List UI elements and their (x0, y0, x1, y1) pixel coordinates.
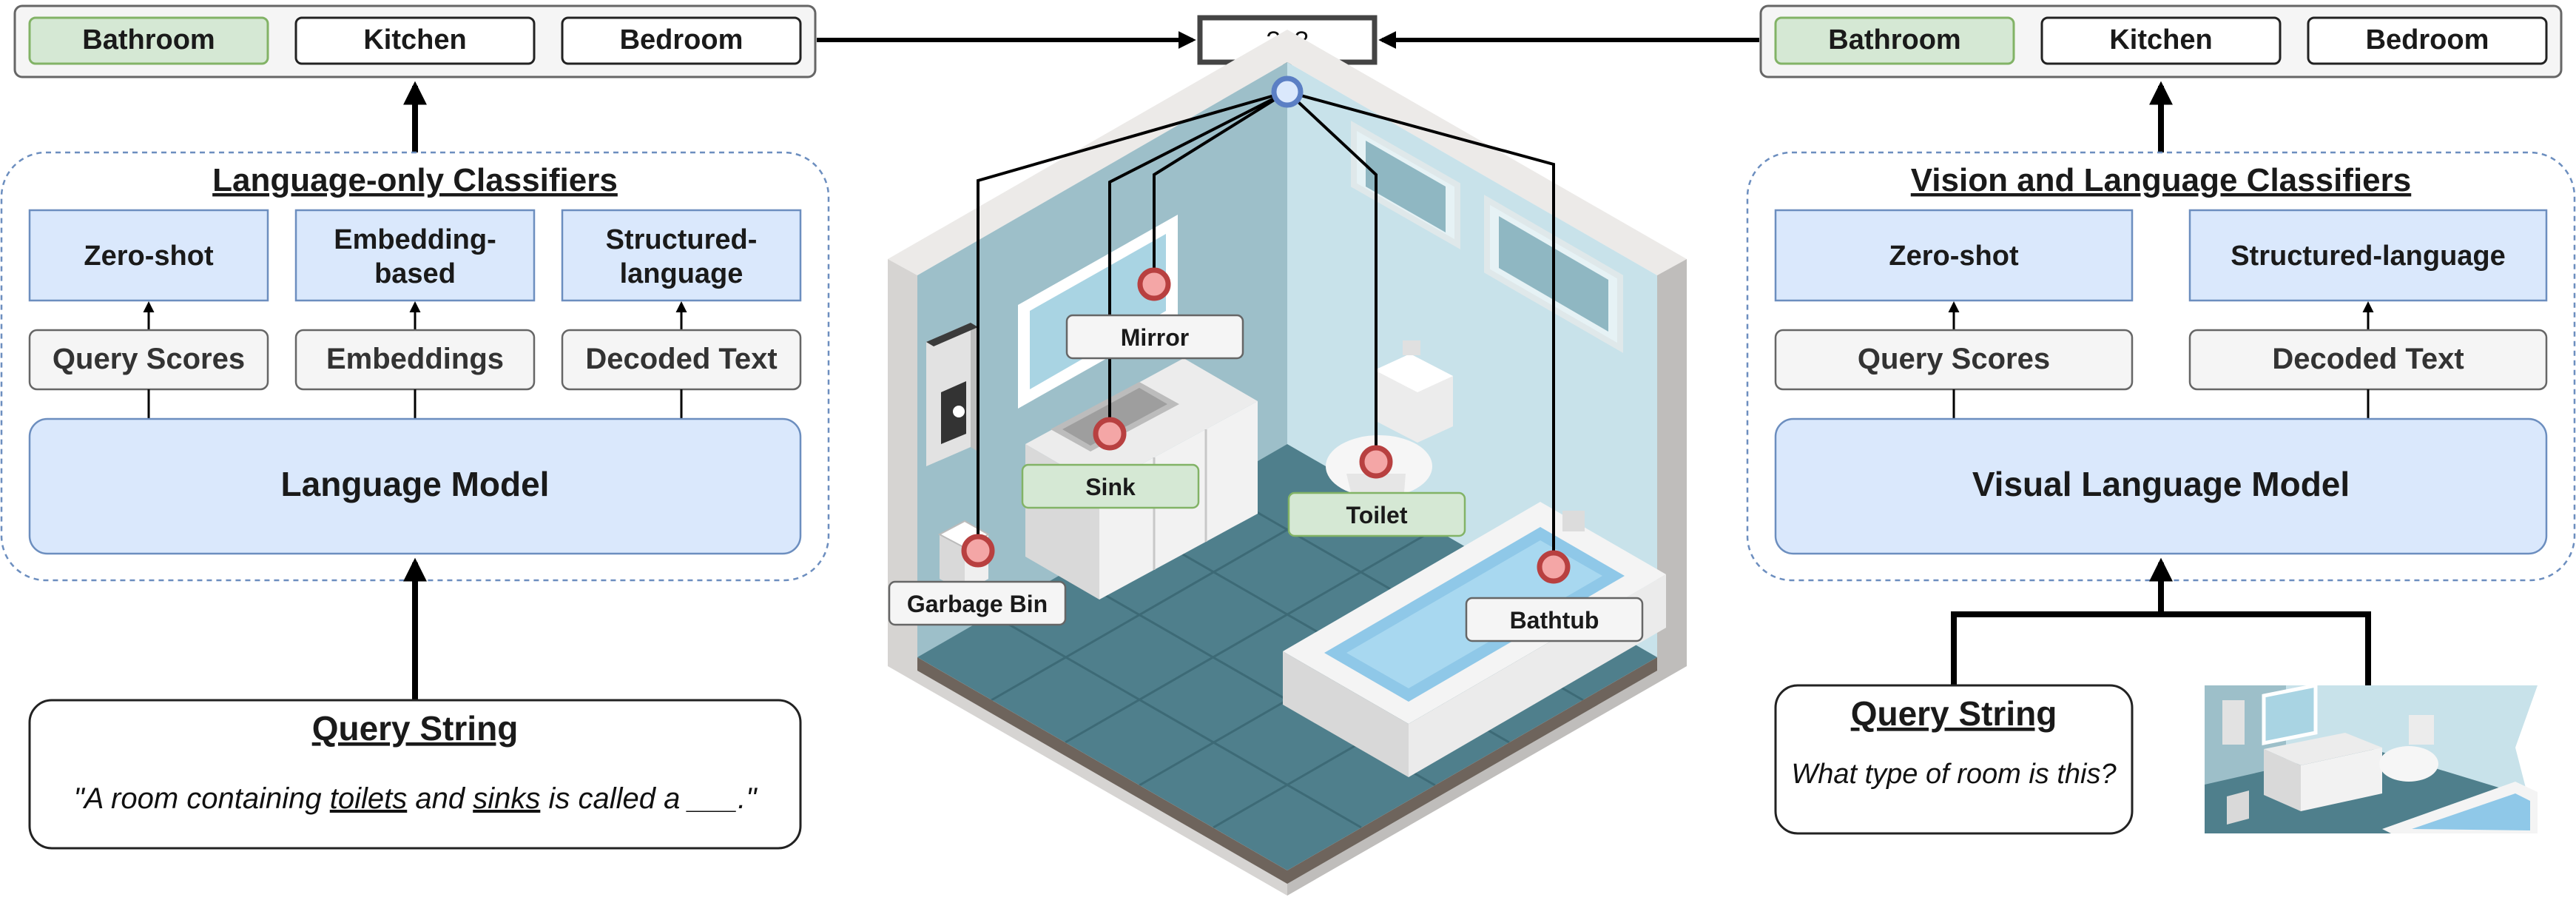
bathtub-front (1283, 651, 1409, 777)
left-classifier-embedding (294, 209, 536, 302)
left-language-model-label: Language Model (281, 465, 550, 503)
line-to-toilet (1286, 90, 1378, 460)
left-classifier-structured-label-1: Structured- (606, 224, 758, 255)
left-classifier-structured (561, 209, 802, 302)
left-query-text-part-1: "A room containing (74, 782, 330, 815)
left-intermediate-decoded-text-label: Decoded Text (585, 343, 777, 375)
left-room-option-kitchen (294, 16, 536, 65)
right-intermediate-decoded-text-label: Decoded Text (2272, 343, 2464, 375)
label-mirror (1065, 314, 1244, 360)
right-classifier-zero-shot (1774, 209, 2134, 302)
left-room-option-bathroom (28, 16, 269, 65)
right-visual-language-model-label: Visual Language Model (1972, 465, 2350, 503)
right-classifier-structured (2188, 209, 2548, 302)
left-classifier-embedding-label-1: Embedding- (334, 224, 496, 255)
label-bathtub (1465, 597, 1644, 642)
left-room-option-kitchen-label: Kitchen (363, 24, 466, 56)
label-toilet (1287, 491, 1466, 537)
left-section-title: Language-only Classifiers (212, 162, 618, 198)
left-intermediate-embeddings-label: Embeddings (326, 343, 504, 375)
window-right-1-glass (1366, 141, 1446, 232)
label-toilet-text: Toilet (1346, 502, 1408, 528)
pin-bathtub (1537, 550, 1571, 584)
mirror-glass (1030, 234, 1166, 389)
right-intermediate-query-scores-label: Query Scores (1858, 343, 2050, 375)
right-visual-language-model (1774, 417, 2548, 555)
right-room-option-bedroom-label: Bedroom (2366, 24, 2489, 56)
left-room-option-bathroom-label: Bathroom (82, 24, 215, 56)
label-mirror-text: Mirror (1121, 324, 1189, 351)
right-room-option-kitchen-label: Kitchen (2109, 24, 2212, 56)
label-sink (1021, 463, 1200, 509)
bathroom-illustration (888, 30, 1687, 896)
left-panel: Bathroom Kitchen Bedroom Language-only C… (0, 4, 830, 850)
label-garbage-bin (888, 580, 1067, 626)
pin-toilet (1359, 445, 1393, 479)
pin-garbage-bin (961, 534, 995, 568)
pin-sink (1093, 417, 1127, 451)
left-query-text-sinks: sinks (473, 782, 540, 815)
pin-mirror (1137, 267, 1171, 301)
right-classifier-zero-shot-label: Zero-shot (1889, 241, 2019, 272)
line-to-garbage-bin (977, 90, 1288, 549)
garbage-bin-front (940, 534, 965, 592)
water-heater-side (971, 323, 978, 452)
right-room-option-bathroom (1774, 16, 2015, 65)
right-merge-connector (1951, 611, 2371, 685)
left-query-text-part-3: is called a ___." (540, 782, 758, 815)
right-panel: Bathroom Kitchen Bedroom Vision and Lang… (1746, 4, 2576, 835)
left-query-text-part-2: and (407, 782, 473, 815)
left-room-option-bedroom (561, 16, 802, 65)
left-classifier-zero-shot-label: Zero-shot (84, 241, 214, 272)
water-heater-top (926, 323, 978, 346)
left-query-string-box (28, 699, 802, 850)
left-room-option-bedroom-label: Bedroom (620, 24, 744, 56)
line-to-bathtub (1287, 90, 1555, 565)
right-section-title: Vision and Language Classifiers (1911, 162, 2412, 198)
right-query-string-box (1774, 684, 2134, 835)
hub-pin (1271, 75, 1304, 108)
left-language-model (28, 417, 802, 555)
label-garbage-bin-text: Garbage Bin (907, 591, 1048, 617)
center-scene: ??? (817, 15, 1759, 896)
left-query-title: Query String (312, 709, 519, 748)
label-sink-text: Sink (1085, 474, 1136, 500)
right-room-option-bathroom-label: Bathroom (1828, 24, 1960, 56)
label-bathtub-text: Bathtub (1510, 607, 1599, 634)
left-classifier-structured-label-2: language (620, 258, 744, 289)
right-query-text: What type of room is this? (1791, 759, 2117, 790)
line-to-mirror (1153, 90, 1289, 283)
left-query-text: "A room containing toilets and sinks is … (74, 782, 758, 815)
left-classifier-embedding-label-2: based (374, 258, 456, 289)
left-classifier-zero-shot (28, 209, 269, 302)
right-classifier-structured-label: Structured-language (2231, 241, 2506, 272)
left-query-text-toilets: toilets (330, 782, 408, 815)
right-query-title: Query String (1851, 694, 2057, 733)
left-intermediate-query-scores-label: Query Scores (53, 343, 245, 375)
right-room-option-kitchen (2040, 16, 2282, 65)
right-room-thumbnail (2205, 682, 2538, 833)
right-room-option-bedroom (2307, 16, 2548, 65)
